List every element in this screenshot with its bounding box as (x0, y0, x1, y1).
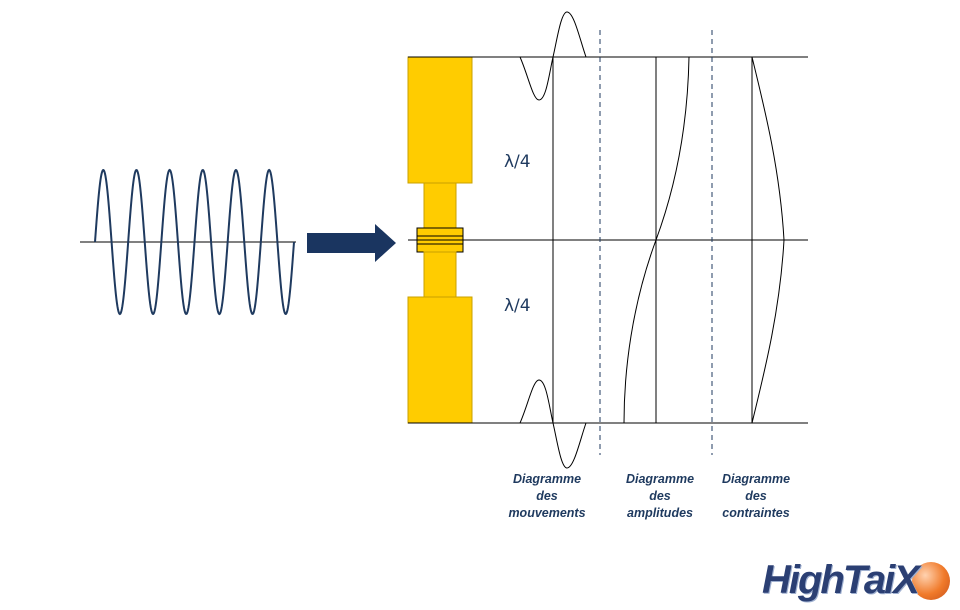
movement-wave-bottom (519, 379, 587, 469)
caption-line: mouvements (508, 506, 586, 520)
lower-neck (423, 251, 457, 298)
input-sine-wave (94, 168, 295, 316)
caption-line: des (649, 489, 671, 503)
hightaix-logo: HighTaiX (762, 556, 952, 606)
quarter-wave-label-top: λ/4 (504, 152, 531, 172)
amplitude-curve (623, 56, 690, 424)
movements-diagram-caption: Diagramme des mouvements (492, 471, 602, 522)
logo-text: HighTaiX (762, 558, 920, 602)
quarter-wave-label-bottom: λ/4 (504, 296, 531, 316)
lower-horn-block (407, 296, 473, 424)
upper-horn-block (407, 56, 473, 184)
upper-neck (423, 182, 457, 229)
amplitudes-diagram-caption: Diagramme des amplitudes (605, 471, 715, 522)
input-arrow (307, 224, 396, 262)
caption-line: des (745, 489, 767, 503)
movement-wave-top (519, 11, 587, 101)
caption-line: Diagramme (512, 472, 582, 486)
caption-line: Diagramme (721, 472, 791, 486)
stress-curve (751, 56, 785, 424)
caption-line: des (536, 489, 558, 503)
logo-orange-ball (912, 562, 950, 600)
stresses-diagram-caption: Diagramme des contraintes (701, 471, 811, 522)
caption-line: contraintes (722, 506, 790, 520)
caption-line: amplitudes (627, 506, 693, 520)
caption-line: Diagramme (625, 472, 695, 486)
